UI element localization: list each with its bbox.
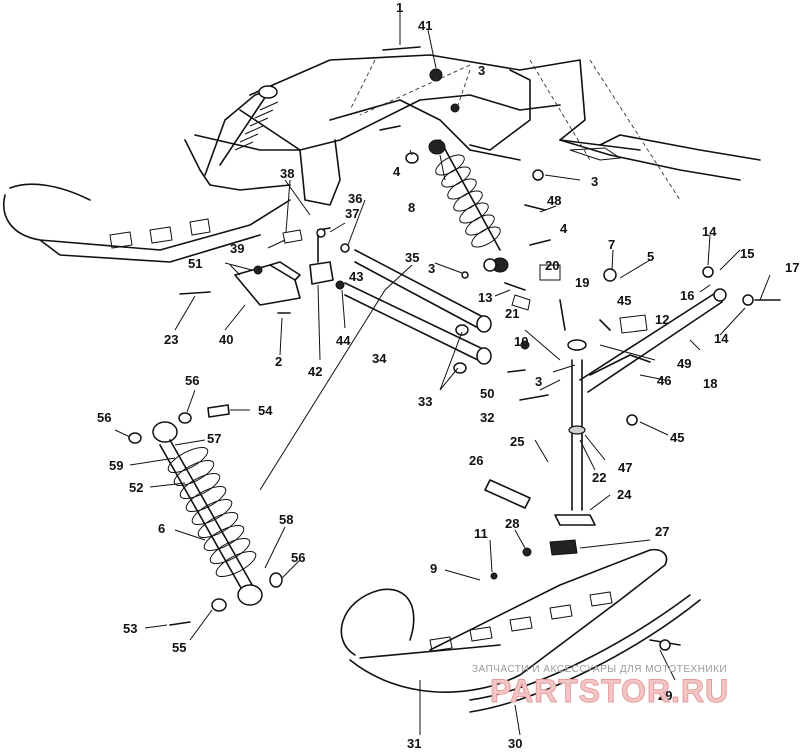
label-part-56a: 56 — [185, 373, 199, 388]
label-part-3c: 3 — [428, 261, 435, 276]
left-bracket-assembly — [179, 227, 350, 314]
label-part-41: 41 — [418, 18, 432, 33]
label-part-40: 40 — [219, 332, 233, 347]
label-part-58: 58 — [279, 512, 293, 527]
small-hardware — [379, 46, 617, 401]
label-part-37: 37 — [345, 206, 359, 221]
label-part-20: 20 — [545, 258, 559, 273]
label-part-4a: 4 — [393, 164, 401, 179]
label-part-45b: 45 — [670, 430, 684, 445]
watermark-tagline: ЗАПЧАСТИ И АКСЕССУАРЫ ДЛЯ МОТОТЕХНИКИ — [472, 664, 727, 675]
label-part-43: 43 — [349, 269, 363, 284]
label-part-46: 46 — [657, 373, 671, 388]
label-part-11: 11 — [474, 526, 488, 541]
radius-rods — [344, 249, 492, 374]
label-part-33: 33 — [418, 394, 432, 409]
label-part-14b: 14 — [714, 331, 729, 346]
background-shock — [219, 85, 279, 166]
label-part-19: 19 — [575, 275, 589, 290]
label-part-31: 31 — [407, 736, 421, 751]
label-part-51: 51 — [188, 256, 202, 271]
label-part-9: 9 — [430, 561, 437, 576]
label-part-2: 2 — [275, 354, 282, 369]
upper-shock-absorber — [405, 139, 509, 273]
label-part-3b: 3 — [591, 174, 598, 189]
label-part-34: 34 — [372, 351, 387, 366]
watermark-logo: PARTSTOR.RU — [490, 673, 729, 709]
label-part-15: 15 — [740, 246, 754, 261]
label-part-7: 7 — [608, 237, 615, 252]
label-part-22: 22 — [592, 470, 606, 485]
label-part-21: 21 — [505, 306, 519, 321]
label-part-4b: 4 — [560, 221, 568, 236]
label-part-10: 10 — [514, 334, 528, 349]
label-part-23: 23 — [164, 332, 178, 347]
label-part-53: 53 — [123, 621, 137, 636]
label-part-32: 32 — [480, 410, 494, 425]
label-part-6: 6 — [158, 521, 165, 536]
label-part-49: 49 — [677, 356, 691, 371]
chassis-frame — [184, 54, 761, 206]
front-ski — [340, 539, 701, 713]
label-part-57: 57 — [207, 431, 221, 446]
label-part-30: 30 — [508, 736, 522, 751]
label-part-44: 44 — [336, 333, 351, 348]
label-part-47: 47 — [618, 460, 632, 475]
label-part-56c: 56 — [291, 550, 305, 565]
spindle-assembly — [484, 299, 611, 526]
label-part-3d: 3 — [535, 374, 542, 389]
label-part-24: 24 — [617, 487, 632, 502]
label-part-8: 8 — [408, 200, 415, 215]
label-part-42: 42 — [308, 364, 322, 379]
label-part-5: 5 — [647, 249, 654, 264]
label-part-56b: 56 — [97, 410, 111, 425]
label-part-59: 59 — [109, 458, 123, 473]
label-part-36: 36 — [348, 191, 362, 206]
label-part-55: 55 — [172, 640, 186, 655]
label-part-29: 29 — [658, 688, 672, 703]
label-part-52: 52 — [129, 480, 143, 495]
label-part-39: 39 — [230, 241, 244, 256]
part-labels: 1 41 3 4 8 3 48 4 7 5 38 37 36 39 35 3 5… — [97, 0, 799, 751]
label-part-17: 17 — [785, 260, 799, 275]
main-shock-absorber — [128, 404, 283, 626]
watermark: ЗАПЧАСТИ И АКСЕССУАРЫ ДЛЯ МОТОТЕХНИКИ PA… — [472, 664, 729, 710]
label-part-3a: 3 — [478, 63, 485, 78]
label-part-13: 13 — [478, 290, 492, 305]
label-part-27: 27 — [655, 524, 669, 539]
tie-rod-arm — [520, 266, 781, 426]
label-part-1: 1 — [396, 0, 403, 15]
label-part-54: 54 — [258, 403, 273, 418]
label-part-12: 12 — [655, 312, 669, 327]
background-ski — [3, 183, 291, 263]
label-part-35: 35 — [405, 250, 419, 265]
leader-lines — [114, 12, 771, 736]
label-part-18: 18 — [703, 376, 717, 391]
label-part-28: 28 — [505, 516, 519, 531]
label-part-48: 48 — [547, 193, 561, 208]
label-part-45a: 45 — [617, 293, 631, 308]
label-part-25: 25 — [510, 434, 524, 449]
label-part-26: 26 — [469, 453, 483, 468]
label-part-50: 50 — [480, 386, 494, 401]
label-part-16: 16 — [680, 288, 694, 303]
label-part-14a: 14 — [702, 224, 717, 239]
label-part-38: 38 — [280, 166, 294, 181]
